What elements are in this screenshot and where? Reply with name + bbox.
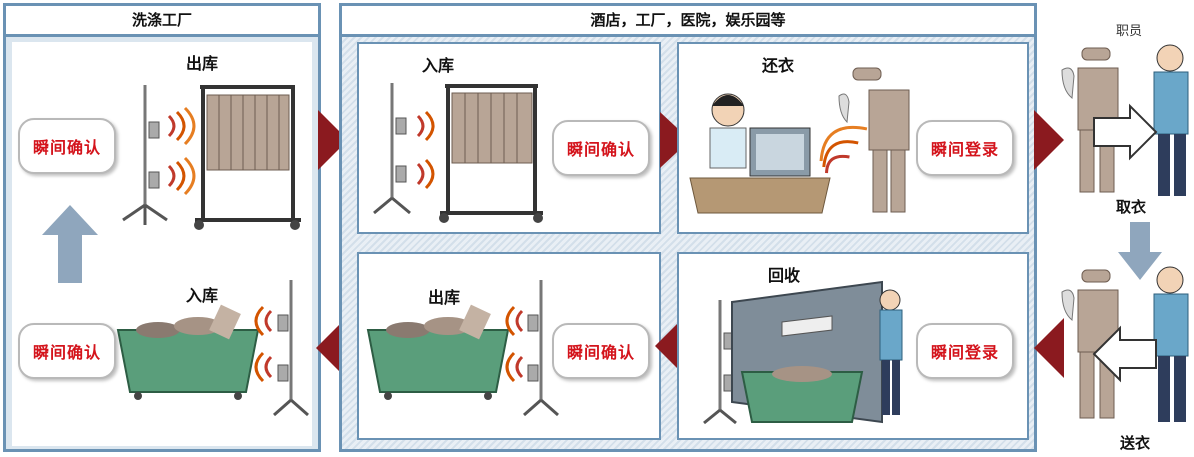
middle-bottom-left-confirm-badge: 瞬间确认 bbox=[552, 323, 650, 379]
middle-bottom-right-label: 回收 bbox=[768, 266, 801, 285]
middle-top-right-label: 还衣 bbox=[762, 56, 795, 75]
flow-arrow-right bbox=[318, 110, 348, 170]
flow-arrow-right bbox=[660, 112, 690, 168]
middle-bottom-right-confirm-badge: 瞬间登录 bbox=[916, 323, 1014, 379]
flow-arrow-left bbox=[316, 318, 346, 378]
left-bottom-confirm-badge: 瞬间确认 bbox=[18, 323, 116, 379]
front-desk-clerk-icon bbox=[689, 93, 831, 214]
rfid-wave-icon bbox=[505, 305, 524, 383]
pickup-label: 取衣 bbox=[1116, 198, 1147, 216]
rfid-wave-icon bbox=[819, 125, 868, 174]
collection-booth-icon bbox=[731, 280, 903, 424]
rfid-reader-stand-icon bbox=[523, 280, 559, 417]
rfid-reader-stand-icon bbox=[122, 85, 168, 225]
laundry-cart-icon bbox=[116, 304, 260, 400]
flow-arrow-left bbox=[1034, 318, 1064, 378]
staff-return-icon bbox=[1061, 266, 1189, 422]
staff-pickup-icon bbox=[1061, 44, 1189, 196]
staff-title: 职员 bbox=[1116, 24, 1143, 39]
rfid-reader-stand-icon bbox=[273, 280, 309, 417]
left-top-scene-label: 出库 bbox=[186, 54, 219, 73]
rfid-reader-stand-icon bbox=[703, 300, 737, 425]
rfid-wave-icon bbox=[254, 305, 273, 383]
down-flow-arrow bbox=[1118, 222, 1162, 280]
middle-top-right-confirm-badge: 瞬间登录 bbox=[916, 120, 1014, 176]
rfid-wave-icon bbox=[167, 106, 196, 196]
left-bottom-scene-label: 入库 bbox=[186, 286, 219, 305]
middle-top-left-confirm-badge: 瞬间确认 bbox=[552, 120, 650, 176]
left-top-confirm-badge: 瞬间确认 bbox=[18, 118, 116, 174]
rfid-wave-icon bbox=[416, 110, 435, 190]
laundry-cart-icon bbox=[366, 304, 510, 400]
flow-arrow-left bbox=[655, 318, 683, 374]
middle-bottom-left-label: 出库 bbox=[428, 288, 461, 307]
rfid-reader-stand-icon bbox=[373, 83, 411, 215]
uniform-icon bbox=[838, 67, 910, 213]
garment-rack-icon bbox=[194, 85, 301, 230]
flow-arrow-right bbox=[1034, 110, 1064, 170]
garment-rack-icon bbox=[439, 84, 543, 223]
customer-site-title: 酒店，工厂，医院，娱乐园等 bbox=[342, 6, 1034, 37]
delivery-label: 送衣 bbox=[1120, 434, 1151, 452]
up-flow-arrow bbox=[42, 205, 98, 283]
laundry-factory-title: 洗涤工厂 bbox=[6, 6, 318, 37]
middle-top-left-label: 入库 bbox=[422, 56, 455, 75]
